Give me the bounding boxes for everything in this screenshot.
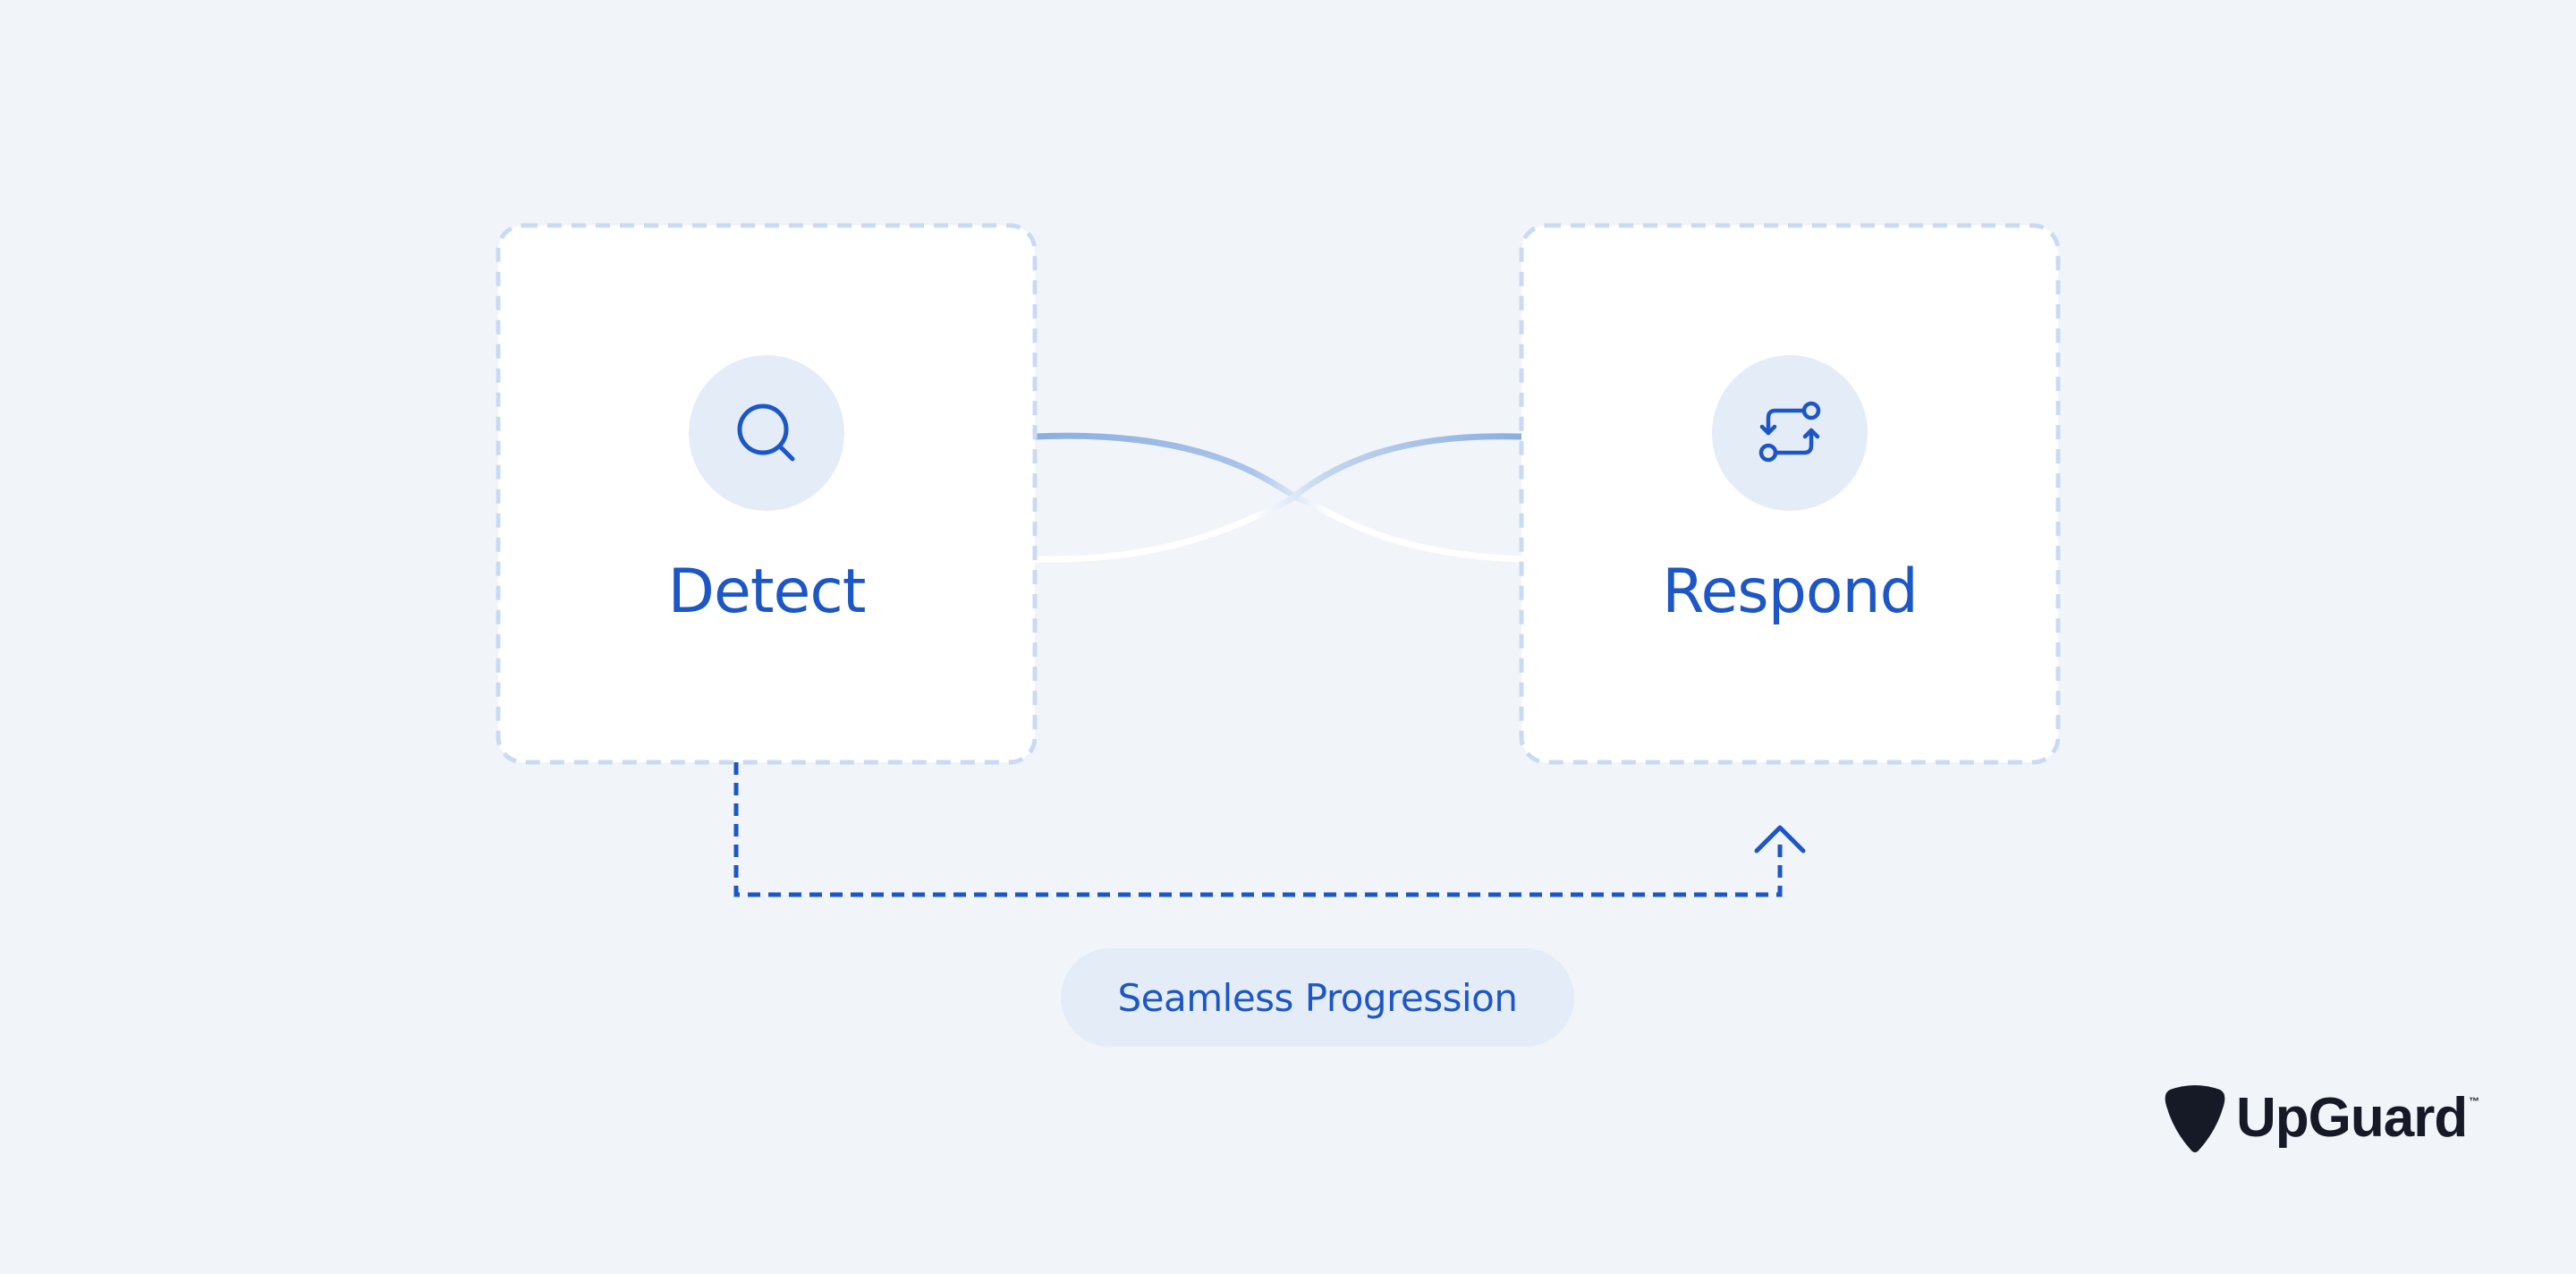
connector-curve-upper: [1030, 432, 1524, 563]
brand-trademark: ™: [2469, 1095, 2480, 1108]
progression-caption-pill: Seamless Progression: [1061, 948, 1574, 1047]
respond-icon-circle: [1712, 355, 1868, 511]
progression-arrow-head: [1754, 825, 1806, 854]
detect-icon-circle: [689, 355, 844, 511]
search-icon: [737, 403, 795, 462]
brand-name: UpGuard: [2236, 1087, 2468, 1149]
progression-caption: Seamless Progression: [1117, 975, 1519, 1020]
detect-label: Detect: [667, 556, 867, 627]
connector-curve-lower: [1030, 433, 1524, 563]
guitar-pick-logo-icon: [2165, 1085, 2225, 1152]
brand-logo-group: UpGuard ™: [2163, 1083, 2479, 1154]
progression-arrow-line: [733, 762, 1783, 897]
exchange-arrows-icon: [1758, 401, 1821, 463]
respond-label: Respond: [1662, 556, 1919, 627]
